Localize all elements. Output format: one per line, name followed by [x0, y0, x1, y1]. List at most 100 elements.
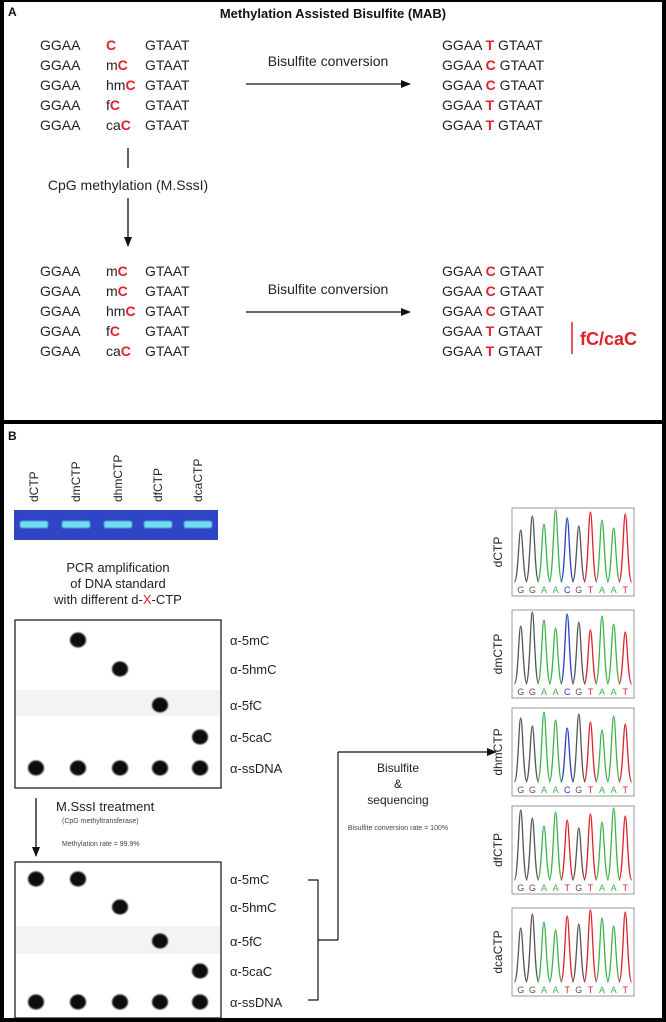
blot-dot-r4-c2: [112, 994, 128, 1010]
base-call-2-9: T: [623, 785, 629, 795]
seq-mod-bottom-1: mC: [106, 283, 128, 299]
seq-right-bottom-0: GTAAT: [145, 263, 190, 279]
msssi-title: M.SssI treatment: [56, 799, 155, 814]
base-call-0-1: G: [529, 585, 536, 595]
peak-0-5: [571, 525, 586, 583]
seq-output-top-4: GGAA T GTAAT: [442, 117, 543, 133]
peak-0-7: [595, 519, 610, 583]
base-call-1-2: A: [541, 687, 547, 697]
base-call-3-8: A: [611, 883, 617, 893]
blot-dot-r2-c3: [152, 697, 168, 713]
base-call-1-6: T: [588, 687, 594, 697]
seq-left-bottom-3: GGAA: [40, 323, 81, 339]
base-call-2-8: A: [611, 785, 617, 795]
seq-left-bottom-1: GGAA: [40, 283, 81, 299]
seq-right-bottom-2: GTAAT: [145, 303, 190, 319]
peak-4-6: [583, 909, 598, 983]
peak-3-2: [536, 825, 551, 881]
peak-3-1: [525, 817, 540, 881]
blot-after-dots: [28, 871, 208, 1010]
peak-1-8: [606, 623, 621, 685]
base-call-2-6: T: [588, 785, 594, 795]
peak-4-7: [595, 917, 610, 983]
base-call-0-7: A: [599, 585, 605, 595]
blot-dot-r4-c2: [112, 760, 128, 776]
peak-3-4: [560, 819, 575, 881]
peak-0-1: [525, 515, 540, 583]
base-call-0-6: T: [588, 585, 594, 595]
base-call-4-3: A: [553, 985, 559, 995]
blot-label-4: α-ssDNA: [230, 995, 283, 1010]
base-call-0-4: C: [564, 585, 571, 595]
seq-left-bottom-2: GGAA: [40, 303, 81, 319]
blot-dot-r4-c4: [192, 994, 208, 1010]
peak-4-8: [606, 925, 621, 983]
peak-1-9: [618, 631, 633, 685]
blot-dot-r0-c1: [70, 871, 86, 887]
seq-right-bottom-3: GTAAT: [145, 323, 190, 339]
base-call-0-9: T: [623, 585, 629, 595]
methylation-label: CpG methylation (M.SssI): [48, 177, 208, 193]
base-call-1-4: C: [564, 687, 571, 697]
base-call-1-8: A: [611, 687, 617, 697]
pcr-text-line2: of DNA standard: [70, 576, 165, 591]
seq-left-bottom-0: GGAA: [40, 263, 81, 279]
seq-left-top-2: GGAA: [40, 77, 81, 93]
seq-right-top-3: GTAAT: [145, 97, 190, 113]
lane-label-dhmCTP: dhmCTP: [111, 455, 125, 502]
blot-before-dots: [28, 632, 208, 776]
blot-label-4: α-ssDNA: [230, 761, 283, 776]
peak-1-6: [583, 629, 598, 685]
gel-band-1: [62, 521, 90, 528]
base-call-0-2: A: [541, 585, 547, 595]
base-call-1-5: G: [575, 687, 582, 697]
peak-1-0: [513, 625, 528, 685]
blot-label-2: α-5fC: [230, 698, 262, 713]
pcr-text-line1: PCR amplification: [66, 560, 169, 575]
base-call-2-7: A: [599, 785, 605, 795]
panel-b-letter: B: [8, 429, 17, 443]
seq-right-top-0: GTAAT: [145, 37, 190, 53]
seq-mod-top-2: hmC: [106, 77, 136, 93]
msssi-subtitle: (CpG methyltransferase): [62, 818, 139, 825]
seq-mod-bottom-0: mC: [106, 263, 128, 279]
blot-dot-r4-c0: [28, 760, 44, 776]
seq-output-top-3: GGAA T GTAAT: [442, 97, 543, 113]
conversion-rate: Bisulfite conversion rate = 100%: [348, 825, 448, 832]
blot-label-3: α-5caC: [230, 964, 272, 979]
peak-2-0: [513, 717, 528, 783]
blot-dot-r4-c3: [152, 994, 168, 1010]
gel-band-4: [184, 521, 212, 528]
seq-right-bottom-1: GTAAT: [145, 283, 190, 299]
blot-label-0: α-5mC: [230, 633, 269, 648]
seq-left-top-0: GGAA: [40, 37, 81, 53]
base-call-0-8: A: [611, 585, 617, 595]
chromatogram-label-2: dhmCTP: [491, 728, 505, 775]
seq-mod-top-3: fC: [106, 97, 120, 113]
peak-2-8: [606, 715, 621, 783]
peak-3-6: [583, 813, 598, 881]
blot-dot-r3-c4: [192, 963, 208, 979]
peak-2-1: [525, 725, 540, 783]
base-call-4-7: A: [599, 985, 605, 995]
blot-dot-r2-c3: [152, 933, 168, 949]
base-call-3-4: T: [564, 883, 570, 893]
base-call-2-0: G: [517, 785, 524, 795]
seq-mod-top-1: mC: [106, 57, 128, 73]
blot-dot-r4-c3: [152, 760, 168, 776]
seq-left-top-1: GGAA: [40, 57, 81, 73]
base-call-3-9: T: [623, 883, 629, 893]
peak-4-3: [548, 929, 563, 983]
seq-output-bottom-4: GGAA T GTAAT: [442, 343, 543, 359]
peak-2-2: [536, 711, 551, 783]
base-call-2-2: A: [541, 785, 547, 795]
base-call-1-7: A: [599, 687, 605, 697]
seq-left-bottom-4: GGAA: [40, 343, 81, 359]
base-call-4-4: T: [564, 985, 570, 995]
peak-2-6: [583, 721, 598, 783]
gel-band-3: [144, 521, 172, 528]
blot-label-1: α-5hmC: [230, 900, 277, 915]
bisulfite-seq-line3: sequencing: [367, 793, 428, 807]
